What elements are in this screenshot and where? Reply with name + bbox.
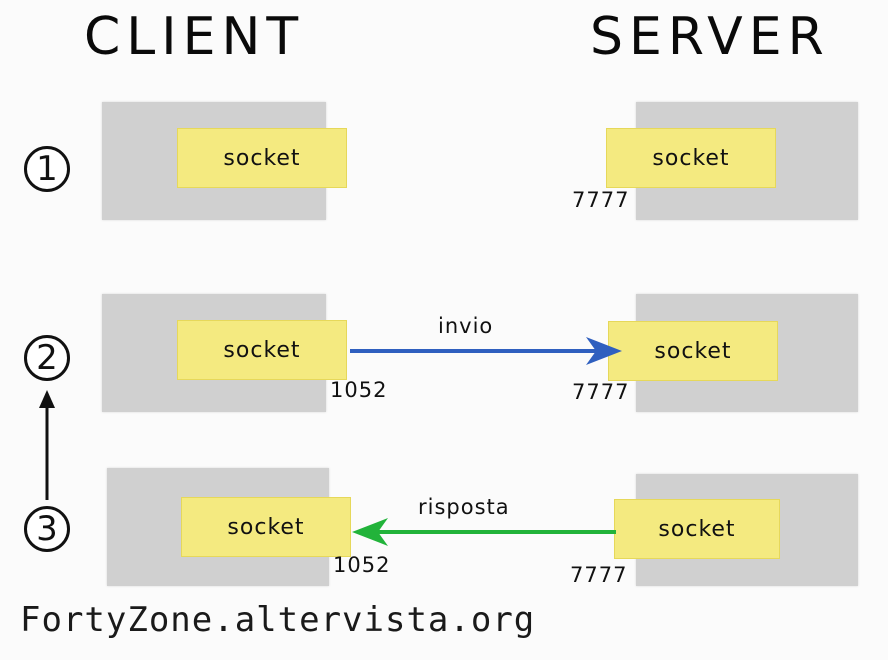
server-port-3: 7777 (570, 563, 628, 587)
step-2-marker: 2 (24, 335, 70, 381)
client-socket-3: socket (181, 497, 351, 557)
server-port-1: 7777 (572, 188, 630, 212)
client-port-3: 1052 (333, 553, 391, 577)
client-port-2: 1052 (330, 378, 388, 402)
server-socket-1: socket (606, 128, 776, 188)
reply-arrow-icon (352, 518, 616, 546)
send-arrow-label: invio (438, 314, 494, 338)
client-socket-1: socket (177, 128, 347, 188)
cycle-arrow-icon (39, 390, 55, 500)
client-socket-2: socket (177, 320, 347, 380)
server-heading: SERVER (590, 7, 830, 67)
step-3-marker: 3 (24, 506, 70, 552)
server-socket-2: socket (608, 321, 778, 381)
footer-credit: FortyZone.altervista.org (20, 600, 536, 640)
server-socket-3: socket (614, 499, 780, 559)
server-port-2: 7777 (572, 380, 630, 404)
reply-arrow-label: risposta (418, 495, 510, 519)
step-1-marker: 1 (24, 146, 70, 192)
send-arrow-icon (350, 337, 622, 365)
client-heading: CLIENT (84, 7, 305, 67)
